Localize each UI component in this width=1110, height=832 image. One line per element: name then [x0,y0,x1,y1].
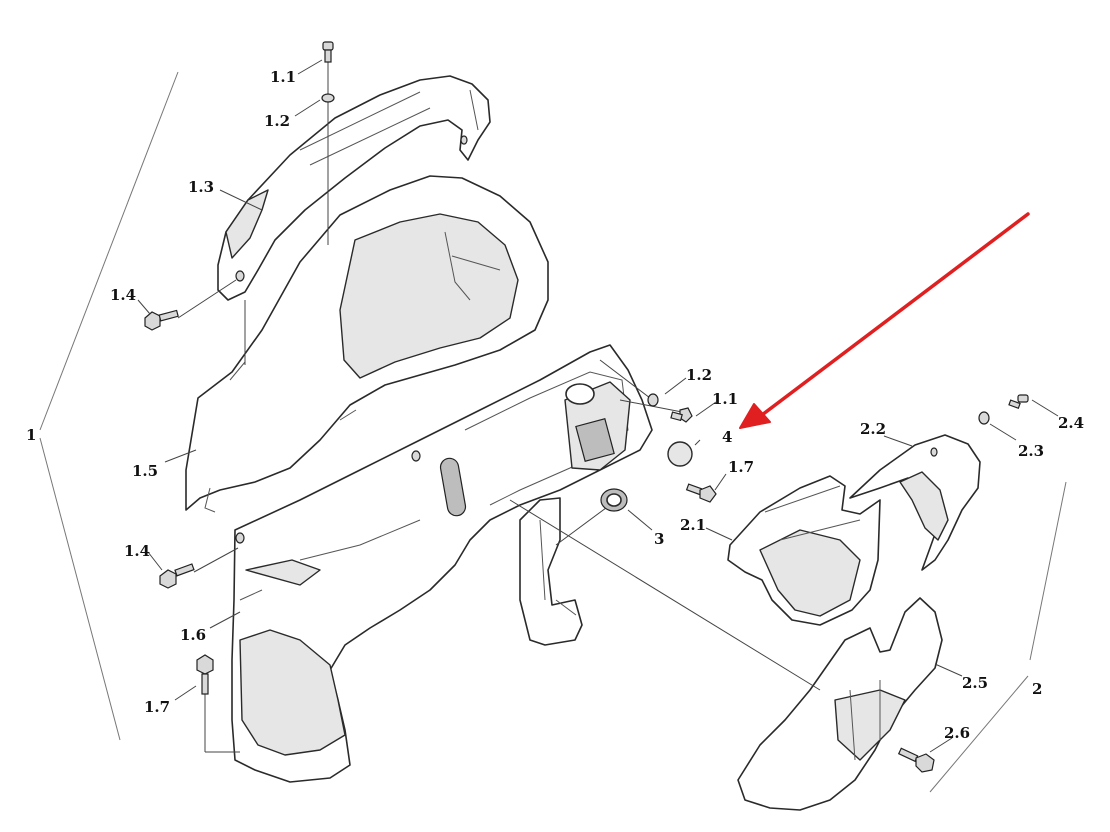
plug-4 [667,441,693,467]
screw-1-7-mid [685,483,717,503]
group-2-bracket [929,481,1067,793]
label-group-1: 1 [26,426,36,444]
label-2-1: 2.1 [680,516,706,534]
label-1-7-left: 1.7 [144,698,170,716]
label-2-6: 2.6 [944,724,970,742]
label-leaders [137,59,1059,753]
label-4: 4 [722,428,732,446]
fasteners [144,41,1029,773]
label-2-5: 2.5 [962,674,988,692]
label-group-2: 2 [1032,680,1042,698]
screw-2-4 [1008,394,1029,410]
part-1-5-outer-shroud [185,175,549,513]
label-2-4: 2.4 [1058,414,1084,432]
group-1-bracket [39,71,179,741]
washer-1-2-mid [647,393,659,407]
label-1-4-lower: 1.4 [124,542,150,560]
screw-2-6 [897,747,935,773]
label-1-1-top: 1.1 [270,68,296,86]
label-1-2-top: 1.2 [264,112,290,130]
washer-1-2-top [321,93,335,103]
red-indicator-arrow [739,212,1030,429]
part-1-3-handle-cover [217,75,491,301]
screw-1-4-upper [144,309,179,331]
callout-labels: 1 2 1.1 1.2 1.3 1.4 1.5 1.4 1.6 1.7 1.2 … [26,68,1084,742]
label-1-5: 1.5 [132,462,158,480]
label-1-3: 1.3 [188,178,214,196]
label-2-3: 2.3 [1018,442,1044,460]
label-1-7-mid: 1.7 [728,458,754,476]
assembly-lines [204,60,821,753]
screw-1-1-top [322,41,334,63]
label-1-1-mid: 1.1 [712,390,738,408]
label-1-4-upper: 1.4 [110,286,136,304]
part-2-5-lower-cover [737,597,943,811]
washer-2-3 [978,411,990,425]
part-center-bracket [519,497,583,646]
screw-1-4-lower [159,563,195,589]
part-switch-module [564,381,631,471]
label-2-2: 2.2 [860,420,886,438]
screw-1-7-left [196,654,214,695]
screw-1-1-mid [670,407,693,423]
part-2-1-side-cover [727,475,881,626]
label-1-6: 1.6 [180,626,206,644]
label-1-2-mid: 1.2 [686,366,712,384]
part-2-2-upper-guard [849,434,981,571]
grommet-3 [600,488,628,512]
part-1-6-lower-housing [231,344,653,783]
label-3: 3 [654,530,664,548]
